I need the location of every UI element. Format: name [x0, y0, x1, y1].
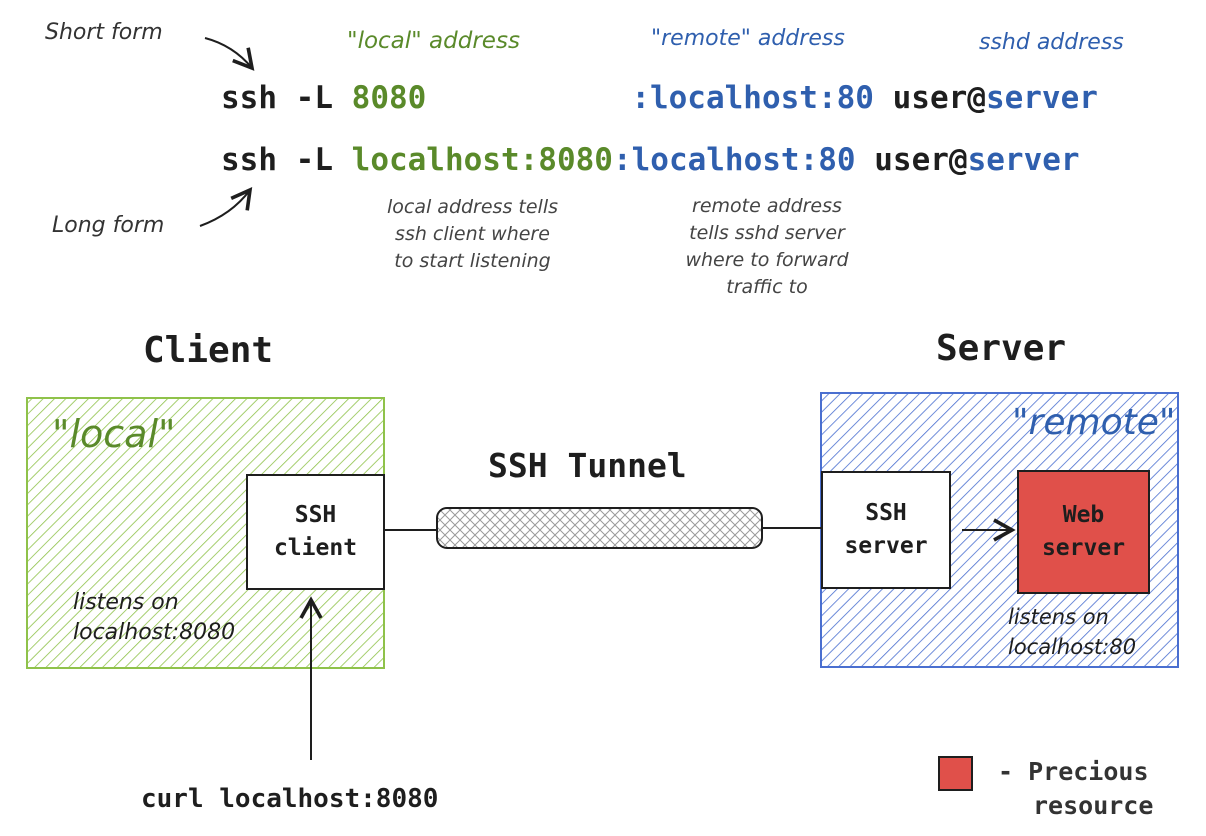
ssh-tunnel-label: SSH Tunnel: [488, 446, 687, 485]
legend-line1: - Precious: [998, 757, 1149, 786]
sshd-address-header: sshd address: [979, 30, 1124, 55]
remote-zone-label: "remote": [1012, 402, 1176, 443]
remote-address-header: "remote" address: [651, 26, 845, 51]
client-listens-line2: localhost:8080: [73, 620, 236, 645]
command-long-server: server: [967, 142, 1080, 178]
curl-command: curl localhost:8080: [141, 784, 439, 814]
long-form-arrow: [199, 187, 253, 227]
web-server-box: Web server: [1017, 470, 1150, 594]
command-long-remote: :localhost:80: [612, 142, 856, 178]
ssh-server-box: SSH server: [821, 471, 951, 589]
ssh-client-line1: SSH: [294, 502, 337, 528]
server-listens-label: listens on localhost:80: [1008, 602, 1136, 662]
client-listens-label: listens on localhost:8080: [73, 588, 235, 648]
long-form-label: Long form: [52, 213, 165, 238]
ssh-client-line2: client: [273, 535, 358, 561]
local-zone-label: "local": [52, 412, 176, 456]
command-short-form: ssh -L 8080 :localhost:80 user@server: [221, 80, 1098, 116]
client-heading: Client: [143, 330, 274, 371]
command-short-remote: :localhost:80: [631, 80, 874, 116]
ssh-server-line1: SSH: [865, 500, 907, 526]
remote-address-note: remote address tells sshd server where t…: [685, 195, 849, 298]
server-listens-line2: localhost:80: [1008, 635, 1137, 659]
short-form-label: Short form: [45, 20, 163, 45]
server-listens-line1: listens on: [1008, 605, 1109, 629]
command-long-form: ssh -L localhost:8080:localhost:80 user@…: [221, 142, 1080, 178]
command-long-ssh: ssh -L: [221, 142, 352, 178]
local-address-header: "local" address: [347, 28, 520, 54]
legend-swatch: [938, 756, 973, 791]
client-listens-line1: listens on: [73, 590, 179, 615]
legend-line2: resource: [1033, 791, 1154, 820]
command-short-ssh: ssh -L: [221, 80, 352, 116]
ssh-server-line2: server: [844, 533, 928, 559]
local-address-note: local address tells ssh client where to …: [386, 196, 558, 272]
command-long-local: localhost:8080: [351, 142, 613, 178]
legend-text: - Precious resource: [998, 755, 1153, 823]
command-short-server: server: [985, 80, 1098, 116]
ssh-client-box: SSH client: [246, 474, 385, 590]
web-server-line1: Web: [1062, 502, 1105, 528]
server-heading: Server: [936, 328, 1067, 369]
command-long-user: user@: [855, 142, 968, 178]
web-server-line2: server: [1041, 535, 1126, 561]
ssh-tunnel-pipe: [436, 507, 763, 549]
short-form-arrow: [204, 37, 255, 71]
command-short-local: 8080: [351, 80, 427, 116]
command-short-user: user@: [873, 80, 986, 116]
